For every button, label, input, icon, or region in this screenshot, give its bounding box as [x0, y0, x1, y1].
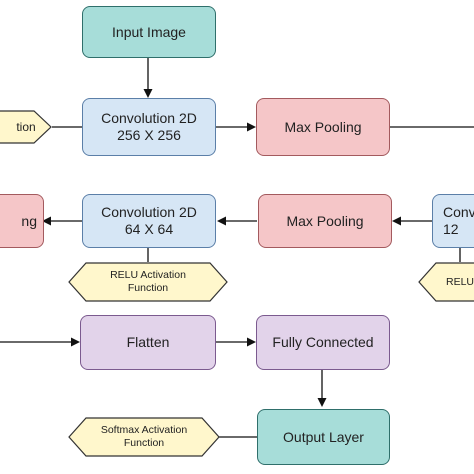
left-cut-node-label: ng — [21, 212, 37, 229]
conv2d-128-title-partial: Conv — [443, 204, 474, 220]
max-pooling-2-label: Max Pooling — [286, 212, 364, 229]
softmax-line2: Function — [123, 437, 165, 449]
max-pooling-1-label: Max Pooling — [284, 118, 362, 135]
relu-activation-right-partial: RELU — [418, 262, 474, 302]
softmax-activation: Softmax Activation Function — [68, 417, 220, 457]
softmax-hexagon-shape — [68, 417, 220, 457]
flatten-node: Flatten — [80, 315, 216, 370]
input-image-label: Input Image — [112, 23, 186, 40]
max-pooling-1-node: Max Pooling — [256, 98, 390, 156]
conv2d-256-title: Convolution 2D — [101, 110, 197, 126]
activation-top-left-partial: tion — [0, 110, 52, 144]
conv2d-256-size: 256 X 256 — [117, 127, 181, 143]
conv2d-128-size-partial: 12 — [443, 221, 459, 237]
flatten-label: Flatten — [126, 334, 170, 350]
relu-activation-middle: RELU Activation Function — [68, 262, 228, 302]
fully-connected-label: Fully Connected — [272, 334, 374, 350]
conv2d-64-size: 64 X 64 — [124, 221, 174, 237]
relu-middle-line2: Function — [127, 282, 169, 294]
activation-hexagon-shape — [0, 110, 52, 144]
fully-connected-node: Fully Connected — [256, 315, 390, 370]
activation-top-left-label: tion — [16, 119, 36, 134]
max-pooling-2-node: Max Pooling — [258, 194, 392, 248]
conv2d-128-partial-node: Conv 12 — [432, 194, 474, 248]
relu-middle-line1: RELU Activation — [110, 269, 186, 281]
relu-hexagon-shape — [68, 262, 228, 302]
relu-right-label: RELU — [446, 275, 474, 288]
conv2d-64-node: Convolution 2D 64 X 64 — [82, 194, 216, 248]
conv2d-256-node: Convolution 2D 256 X 256 — [82, 98, 216, 156]
output-layer-node: Output Layer — [257, 409, 390, 465]
softmax-line1: Softmax Activation — [100, 424, 188, 436]
left-cut-node: ng — [0, 194, 44, 248]
output-layer-label: Output Layer — [283, 428, 364, 445]
input-image-node: Input Image — [82, 6, 216, 58]
conv2d-64-title: Convolution 2D — [101, 204, 197, 220]
relu-right-hexagon-shape — [418, 262, 474, 302]
